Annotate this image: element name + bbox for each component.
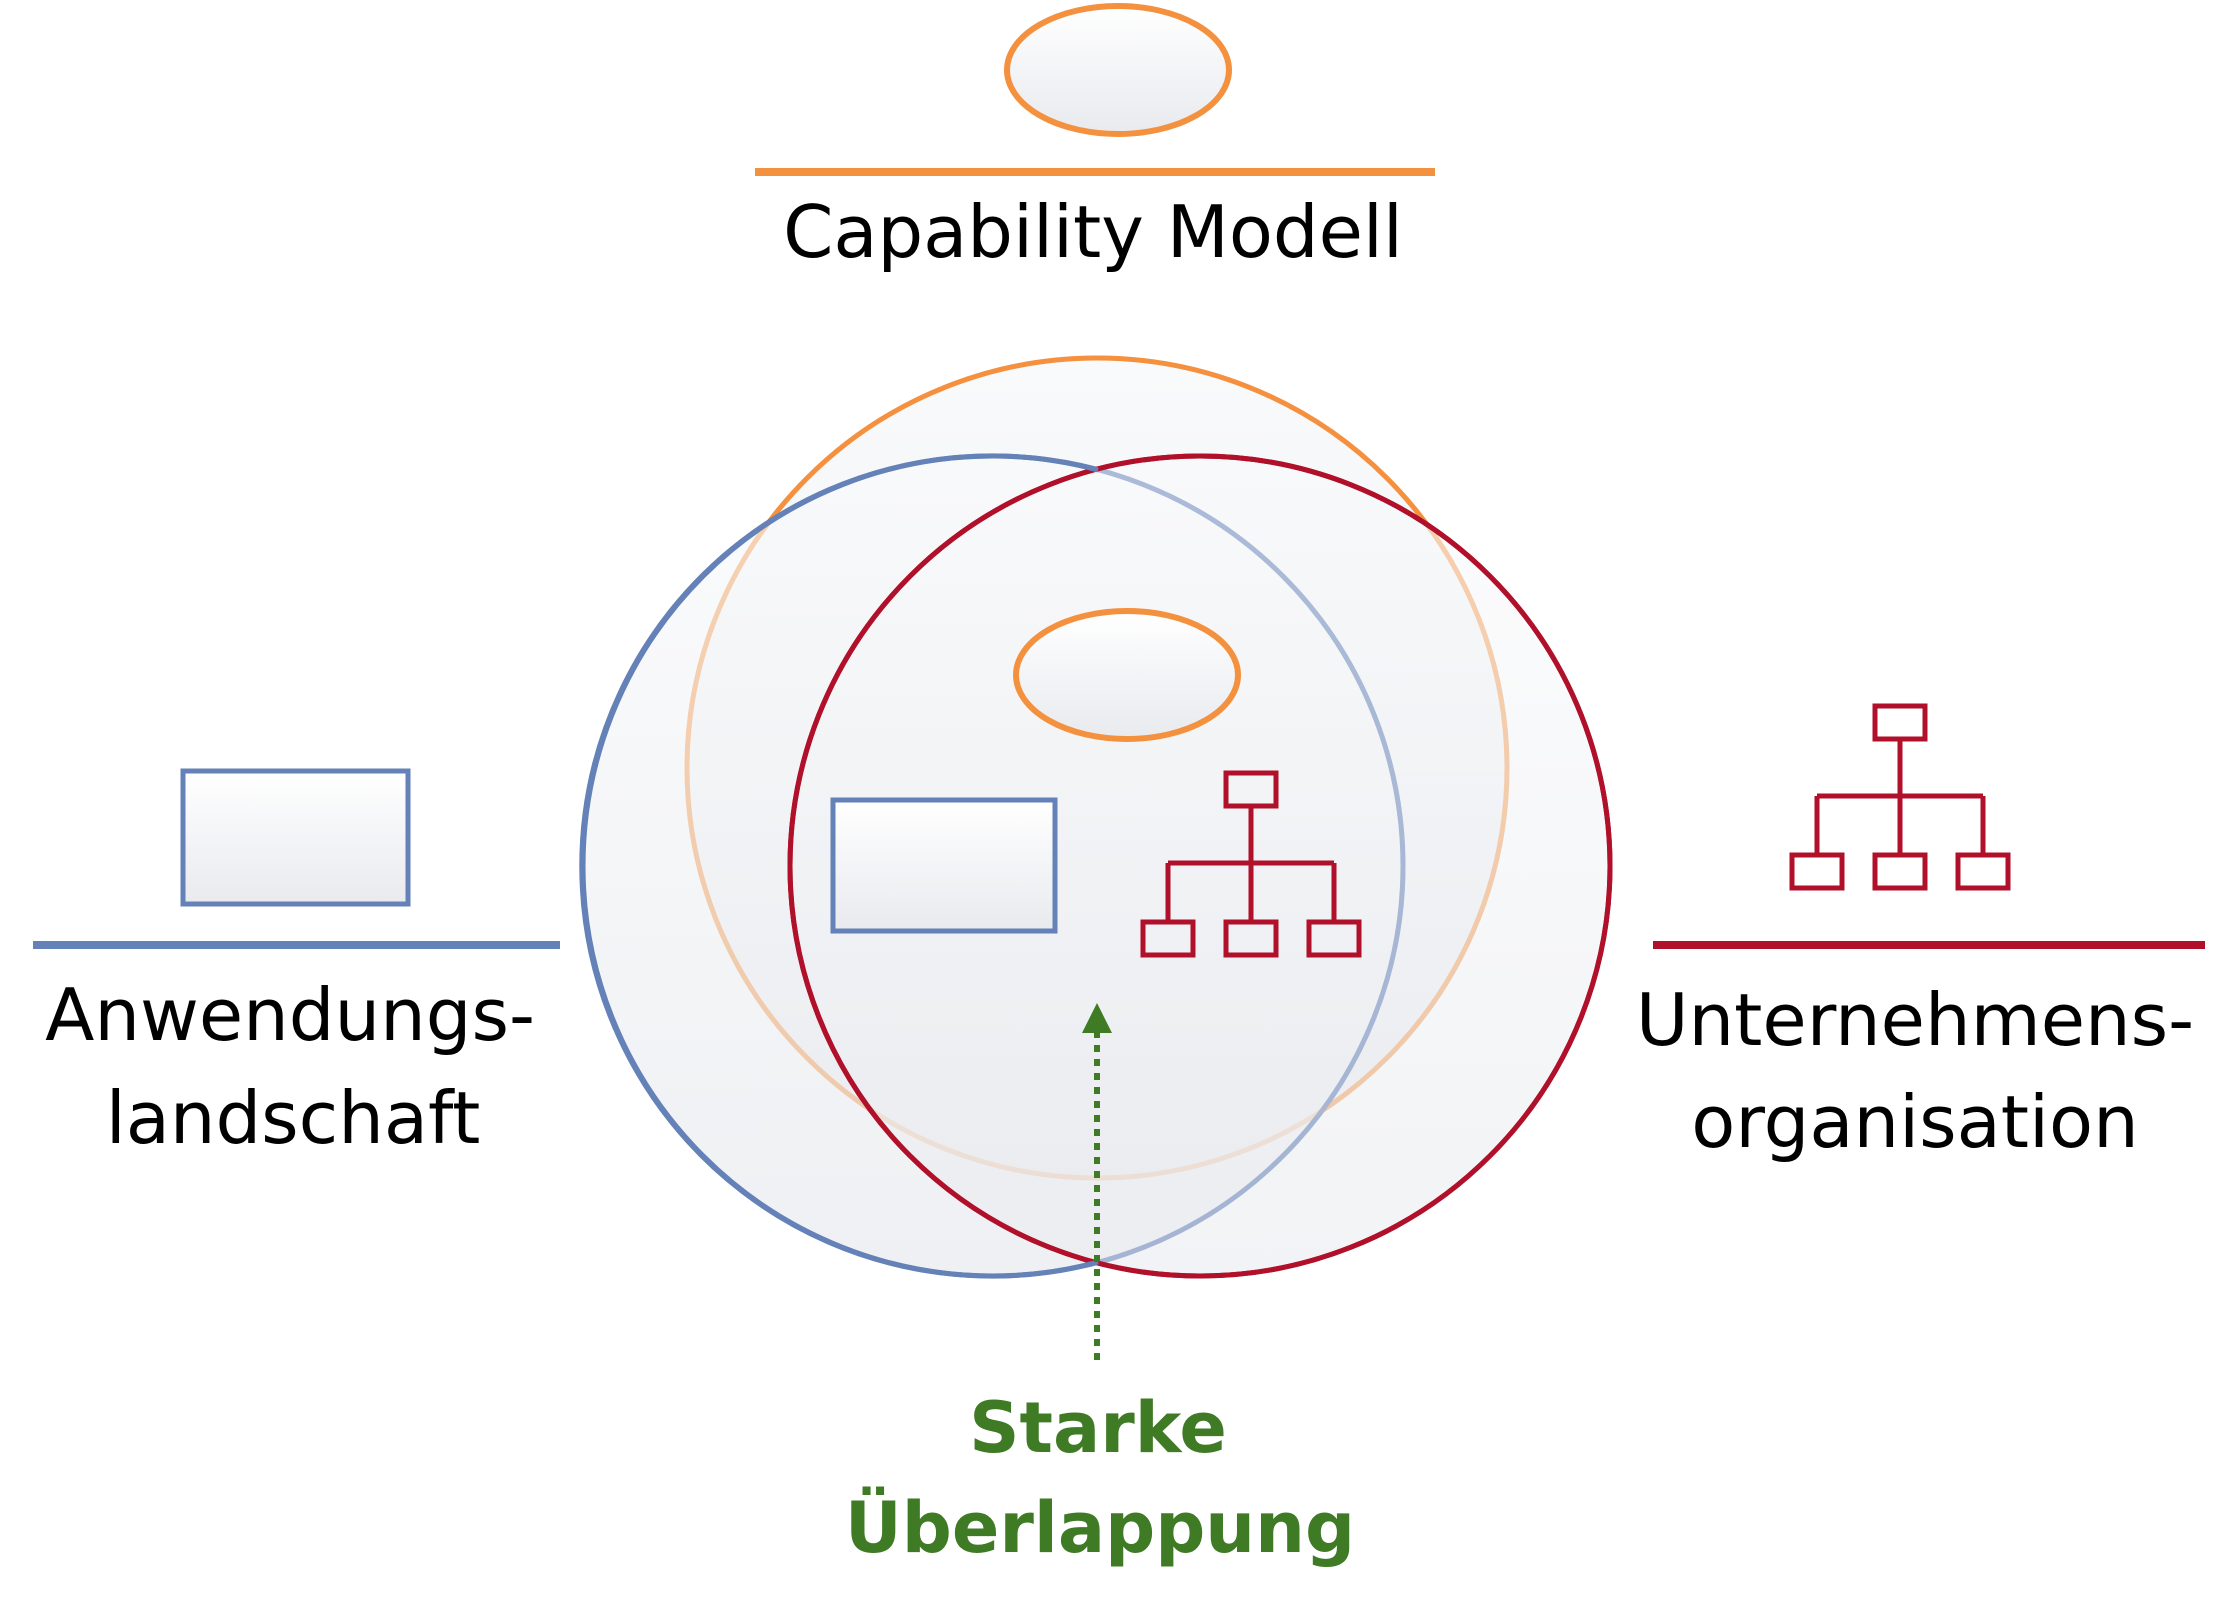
application-circle-left-arc [579, 453, 1099, 1279]
organization-label-line1: Unternehmens- [1636, 978, 2194, 1062]
overlap-annotation: Starke Überlappung [845, 1003, 1355, 1569]
center-org-chart-icon [1140, 770, 1362, 958]
capability-label: Capability Modell [783, 190, 1403, 274]
organization-org-chart-icon [1789, 703, 2011, 891]
capability-legend: Capability Modell [755, 3, 1435, 274]
venn-circles [579, 355, 1613, 1279]
capability-ellipse-icon [1004, 3, 1232, 137]
application-label-line2: landschaft [106, 1076, 481, 1160]
application-label-line1: Anwendungs- [45, 973, 535, 1057]
application-rectangle-icon [180, 768, 411, 907]
organization-circle-outline [787, 453, 1613, 1279]
overlap-label-line2: Überlappung [845, 1487, 1355, 1569]
center-icons [830, 608, 1362, 958]
application-legend: Anwendungs- landschaft [33, 768, 560, 1160]
overlap-label-line1: Starke [969, 1387, 1227, 1469]
organization-label-line2: organisation [1691, 1080, 2138, 1164]
center-rectangle-icon [830, 797, 1058, 934]
center-ellipse-icon [1013, 608, 1241, 742]
organization-legend: Unternehmens- organisation [1636, 703, 2205, 1164]
